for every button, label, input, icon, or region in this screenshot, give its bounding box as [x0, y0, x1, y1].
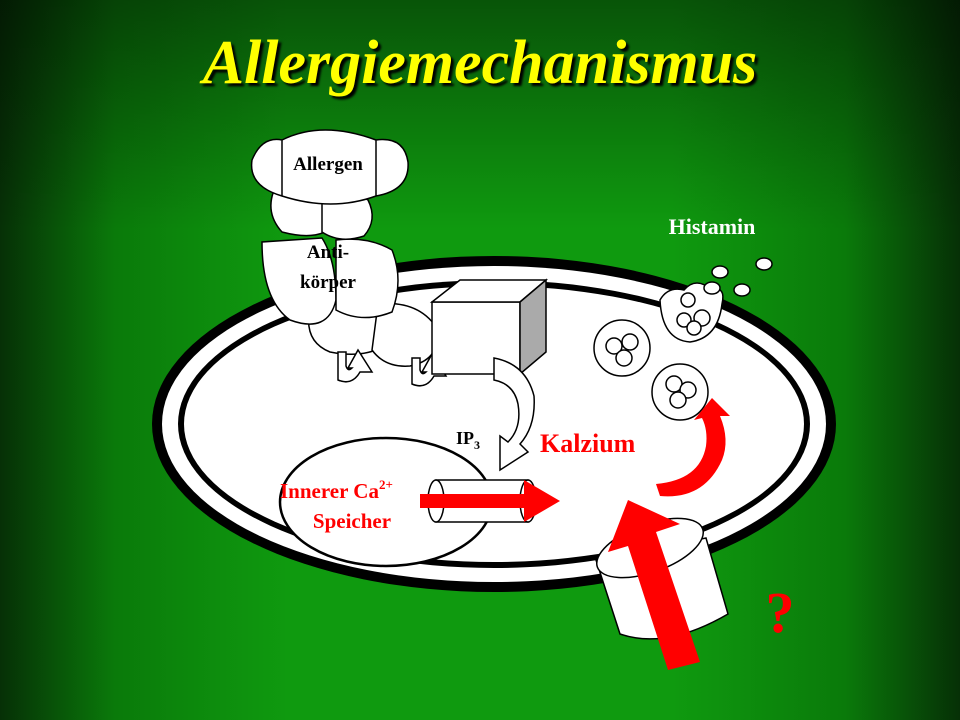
histamine-vesicles: [593, 319, 709, 421]
g-protein-cube: [429, 278, 549, 376]
antibody-label-line1: Anti-: [307, 242, 349, 263]
calcium-release-arrow: [420, 480, 560, 522]
exocytosis-vesicle: [659, 282, 724, 343]
store-label-line1: Innerer Ca2+: [280, 477, 393, 503]
ip3-label: IP3: [456, 428, 480, 452]
antibody-receptor: [261, 179, 439, 367]
histamin-label: Histamin: [669, 214, 756, 239]
allergen-label: Allergen: [293, 154, 363, 175]
allergen-shape: [250, 129, 409, 205]
ip3-curved-arrow: [493, 357, 535, 472]
background-shade: [0, 0, 960, 230]
receptor-curl-arrows: [337, 348, 448, 387]
released-histamine: [703, 257, 773, 297]
calcium-action-arrow: [656, 398, 730, 497]
antibody-label-line2: körper: [300, 272, 357, 293]
kalzium-label: Kalzium: [540, 429, 636, 458]
store-label-line2: Speicher: [313, 509, 391, 533]
question-mark: ?: [766, 580, 795, 645]
page-title: Allergiemechanismus: [202, 29, 758, 97]
calcium-influx-arrow: [608, 500, 700, 670]
